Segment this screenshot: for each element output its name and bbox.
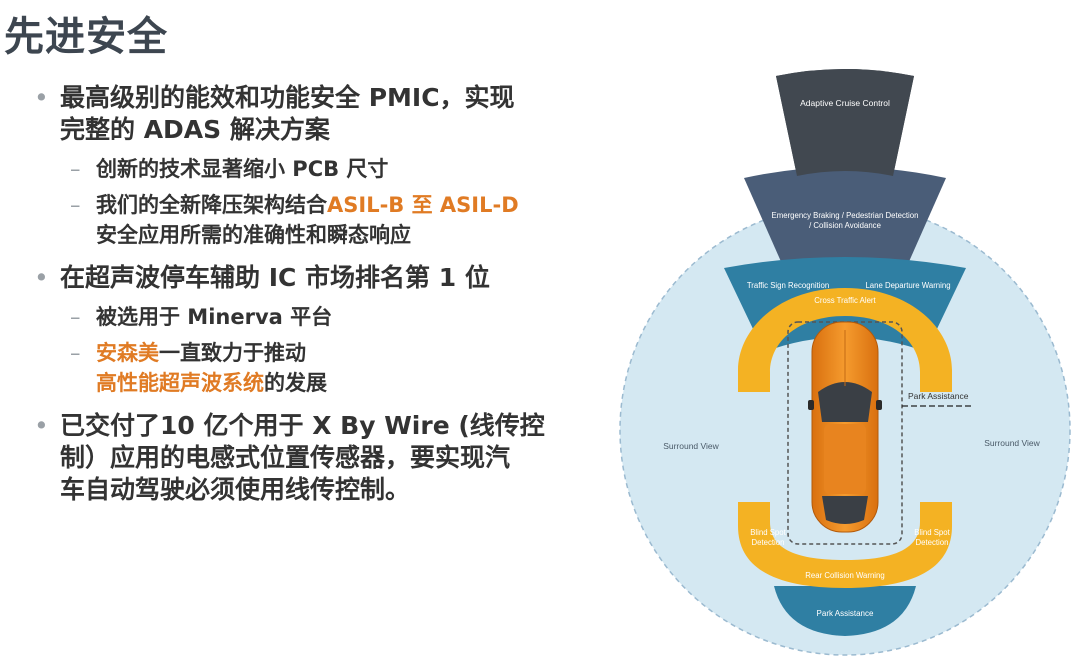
label-adaptive-cruise: Adaptive Cruise Control bbox=[800, 98, 890, 108]
adas-sensor-diagram: Adaptive Cruise Control Emergency Brakin… bbox=[612, 60, 1080, 661]
sub-bullet-onsemi-post2: 的发展 bbox=[264, 371, 327, 395]
bullet-pmic: 最高级别的能效和功能安全 PMIC，实现 完整的 ADAS 解决方案 bbox=[34, 82, 594, 146]
sub-bullet-pcb: 创新的技术显著缩小 PCB 尺寸 bbox=[34, 154, 594, 184]
slide-title: 先进安全 bbox=[4, 14, 168, 60]
label-blind-spot-left-1: Blind Spot bbox=[750, 528, 786, 537]
bullet-xbywire-line3: 车自动驾驶必须使用线传控制。 bbox=[60, 475, 411, 504]
sub-bullet-asil-pre: 我们的全新降压架构结合 bbox=[96, 193, 327, 217]
right-side-gap bbox=[918, 392, 954, 502]
label-cross-traffic: Cross Traffic Alert bbox=[814, 296, 876, 305]
label-lane-departure: Lane Departure Warning bbox=[865, 281, 950, 290]
label-park-assist-rear: Park Assistance bbox=[817, 609, 874, 618]
bullet-xbywire-line2: 制）应用的电感式位置传感器，要实现汽 bbox=[60, 443, 511, 472]
sub-bullet-pcb-text: 创新的技术显著缩小 PCB 尺寸 bbox=[96, 157, 389, 181]
sub-bullet-asil: 我们的全新降压架构结合ASIL-B 至 ASIL-D 安全应用所需的准确性和瞬态… bbox=[34, 190, 594, 250]
bullet-pmic-line2: 完整的 ADAS 解决方案 bbox=[60, 115, 330, 144]
label-emergency-2: / Collision Avoidance bbox=[809, 221, 881, 230]
sub-bullet-onsemi-post: 一直致力于推动 bbox=[159, 341, 306, 365]
ultrasonic-highlight: 高性能超声波系统 bbox=[96, 371, 264, 395]
car-icon bbox=[808, 321, 882, 533]
sub-bullet-asil-line2: 安全应用所需的准确性和瞬态响应 bbox=[96, 223, 411, 247]
adas-diagram-svg: Adaptive Cruise Control Emergency Brakin… bbox=[619, 69, 1071, 656]
adaptive-cruise-zone-top bbox=[776, 69, 914, 176]
label-emergency-1: Emergency Braking / Pedestrian Detection bbox=[772, 211, 919, 220]
label-blind-spot-left-2: Detection bbox=[752, 538, 785, 547]
rear-park-assist-zone bbox=[774, 586, 916, 636]
bullet-list: 最高级别的能效和功能安全 PMIC，实现 完整的 ADAS 解决方案 创新的技术… bbox=[34, 82, 594, 506]
sub-bullet-onsemi: 安森美一直致力于推动 高性能超声波系统的发展 bbox=[34, 338, 594, 398]
label-blind-spot-right-1: Blind Spot bbox=[914, 528, 950, 537]
label-traffic-sign: Traffic Sign Recognition bbox=[747, 281, 829, 290]
park-assist-side-zone bbox=[787, 321, 903, 545]
asil-highlight: ASIL-B 至 ASIL-D bbox=[327, 193, 519, 217]
bullet-ultrasonic: 在超声波停车辅助 IC 市场排名第 1 位 bbox=[34, 262, 594, 294]
onsemi-highlight: 安森美 bbox=[96, 341, 159, 365]
label-rear-collision: Rear Collision Warning bbox=[805, 571, 884, 580]
bullet-xbywire-line1: 已交付了10 亿个用于 X By Wire (线传控 bbox=[60, 411, 545, 440]
bullet-xbywire: 已交付了10 亿个用于 X By Wire (线传控 制）应用的电感式位置传感器… bbox=[34, 410, 594, 506]
label-surround-right: Surround View bbox=[984, 438, 1040, 448]
sub-bullet-minerva-text: 被选用于 Minerva 平台 bbox=[96, 305, 333, 329]
sub-bullet-minerva: 被选用于 Minerva 平台 bbox=[34, 302, 594, 332]
label-blind-spot-right-2: Detection bbox=[916, 538, 949, 547]
left-side-gap bbox=[736, 392, 772, 502]
bullet-ultrasonic-text: 在超声波停车辅助 IC 市场排名第 1 位 bbox=[60, 263, 490, 292]
blind-spot-ring bbox=[738, 288, 952, 588]
label-park-assist-side: Park Assistance bbox=[908, 391, 969, 401]
bullet-pmic-line1: 最高级别的能效和功能安全 PMIC，实现 bbox=[60, 83, 515, 112]
label-surround-left: Surround View bbox=[663, 441, 719, 451]
